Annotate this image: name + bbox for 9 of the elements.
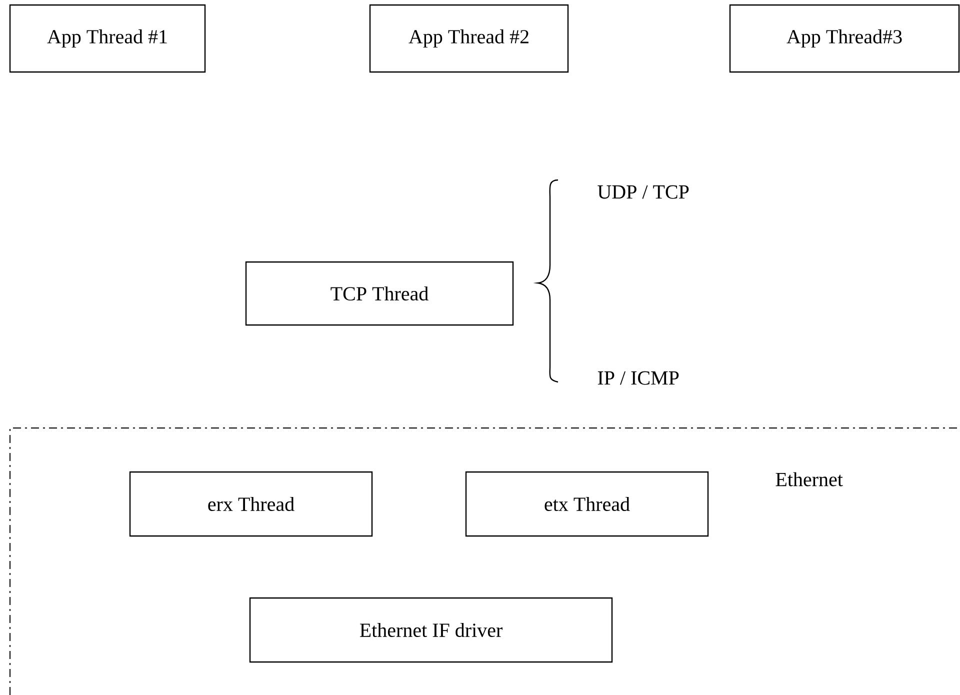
thread-box: TCP Thread	[245, 261, 514, 326]
thread-box: etx Thread	[465, 471, 709, 537]
thread-box: Ethernet IF driver	[249, 597, 613, 663]
thread-box: App Thread #1	[9, 4, 206, 73]
thread-box: App Thread #2	[369, 4, 569, 73]
thread-box: App Thread#3	[729, 4, 960, 73]
layer-label: IP / ICMP	[598, 371, 679, 385]
layer-label: UDP / TCP	[598, 185, 689, 199]
thread-box: erx Thread	[129, 471, 373, 537]
